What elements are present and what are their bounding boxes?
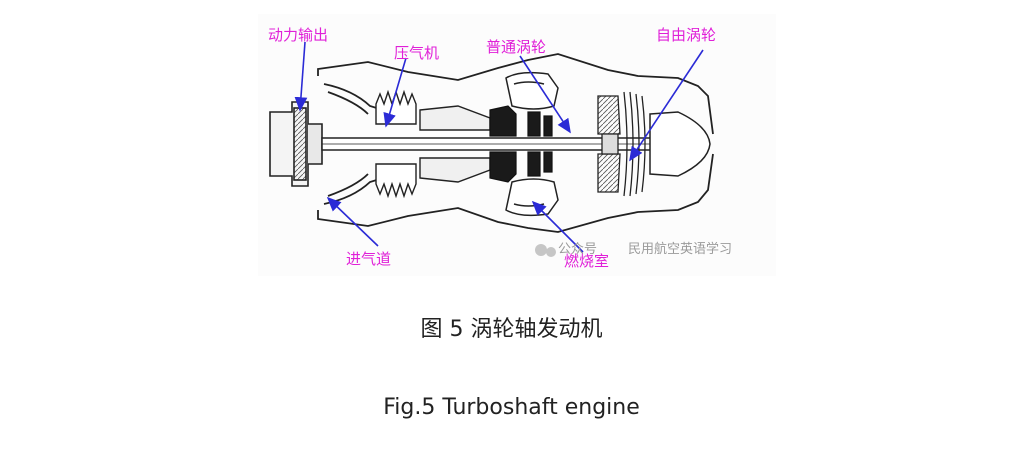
label-gas-turbine: 普通涡轮 [486,38,547,56]
label-combustor: 燃烧室 [564,252,610,270]
engine-cutaway [258,14,776,276]
engine-diagram: 动力输出 压气机 普通涡轮 自由涡轮 进气道 燃烧室 公众号 民用航空英语学习 [258,14,776,276]
engine-casing [317,53,714,233]
label-free-turbine: 自由涡轮 [656,26,717,44]
watermark-icon [535,244,556,257]
arrow-gas-turbine [519,55,571,134]
compressor-stages [375,89,491,199]
label-compressor: 压气机 [394,44,440,62]
output-gearbox [269,101,323,187]
free-turbine [597,91,646,197]
arrow-combustor [531,200,584,253]
watermark-prefix: 公众号 [558,242,598,257]
combustor-chamber [505,71,559,217]
label-arrows [294,41,704,253]
watermark-account: 民用航空英语学习 [628,242,733,257]
arrow-inlet [326,196,379,247]
caption-english: Fig.5 Turboshaft engine [383,395,640,420]
arrow-compressor [383,57,407,128]
arrow-free-turbine [629,49,704,162]
gas-generator-turbine [489,105,553,183]
label-power-output: 动力输出 [268,26,329,44]
label-inlet: 进气道 [346,250,392,268]
exhaust-cone [649,111,711,177]
caption-chinese: 图 5 涡轮轴发动机 [420,317,603,342]
arrow-power-output [294,41,308,112]
